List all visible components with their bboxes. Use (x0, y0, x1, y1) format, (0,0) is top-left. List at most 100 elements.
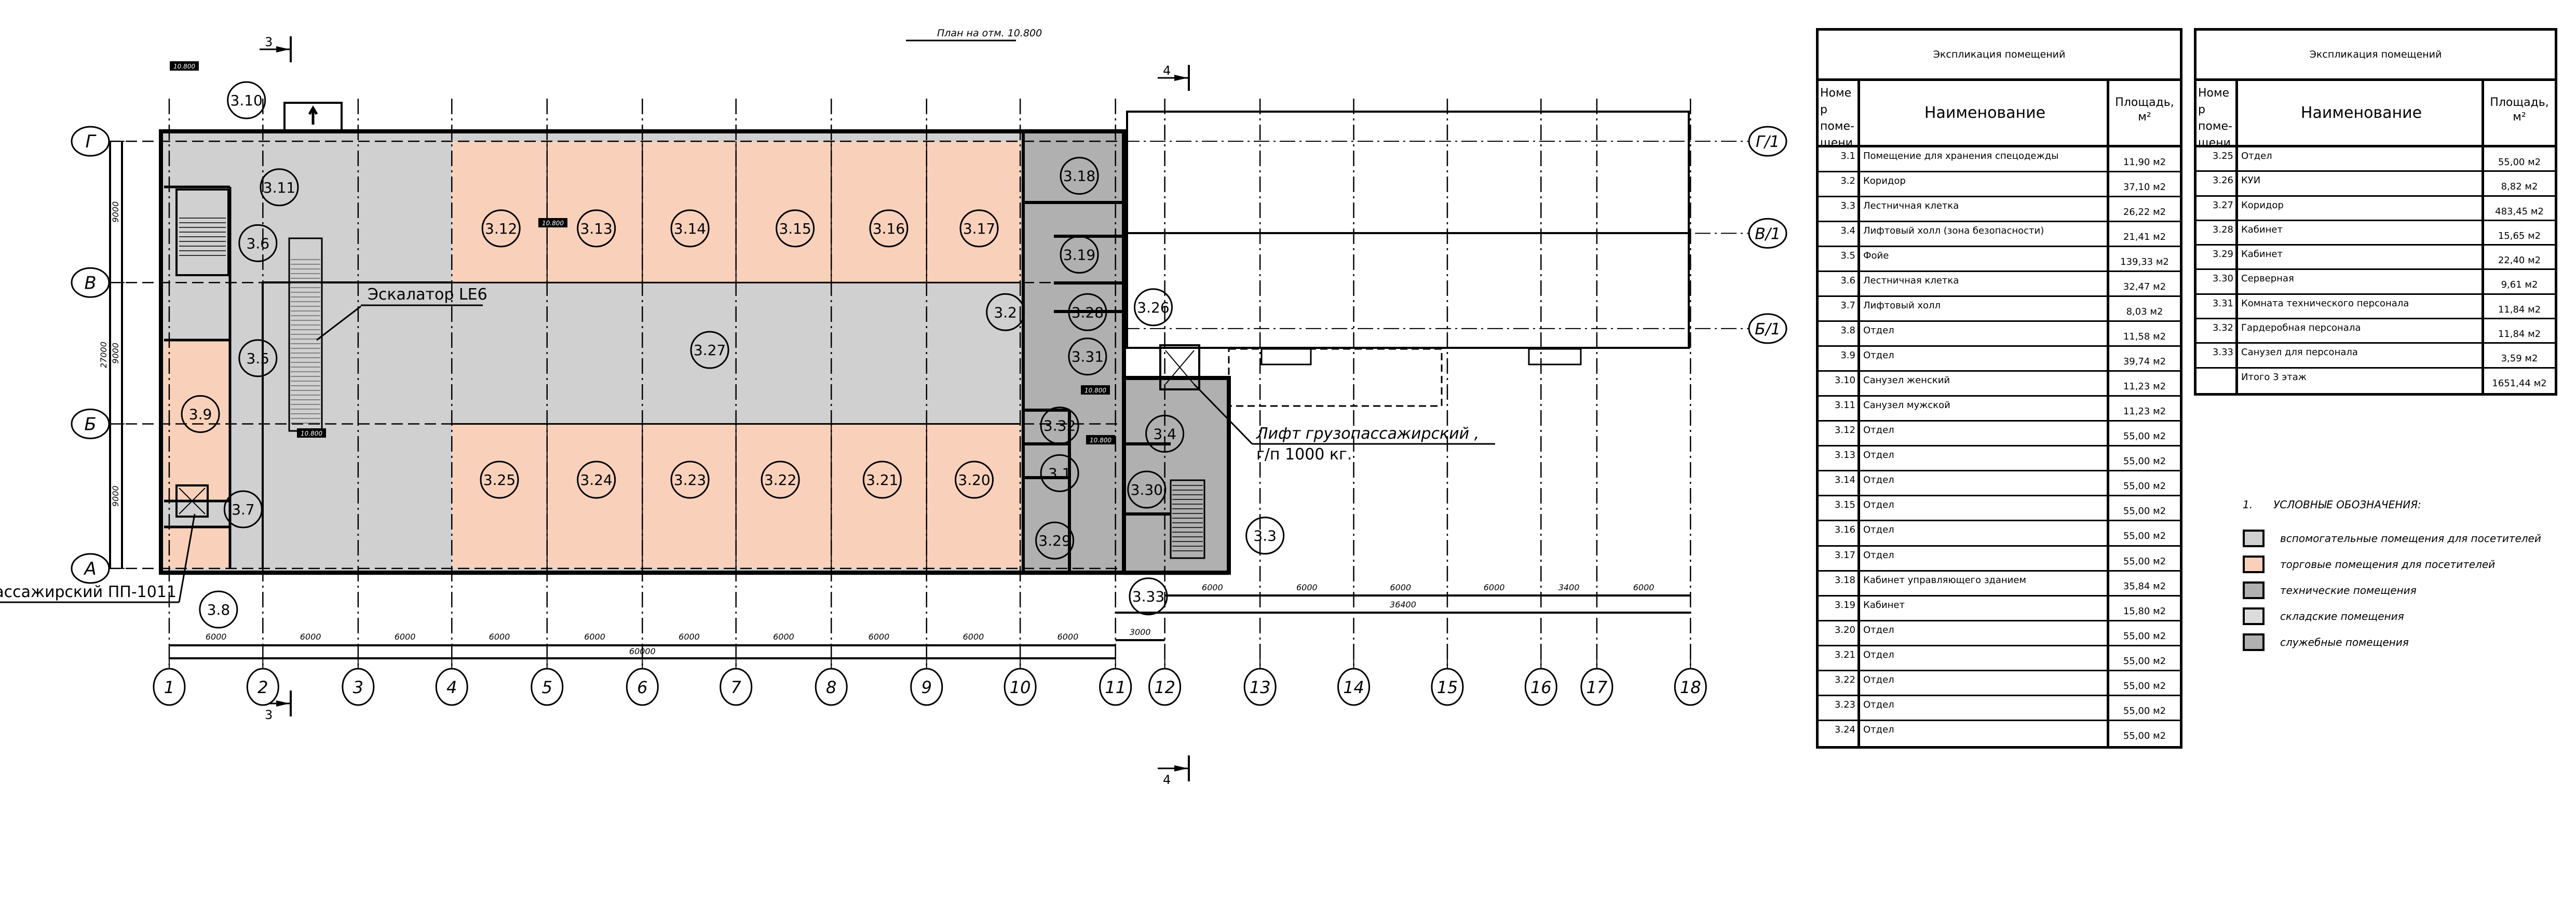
room-tag: 3.7 (232, 501, 255, 518)
column-header: Номер поме- щения (2197, 81, 2238, 145)
room-number: 3.29 (2197, 246, 2238, 269)
legend-label: складские помещения (2280, 610, 2404, 622)
level-tag-text: 10.800 (173, 63, 195, 70)
axis-label: 15 (1437, 678, 1458, 697)
room-tag: 3.30 (1131, 481, 1163, 498)
room-number: 3.1 (1819, 147, 1860, 171)
room-area: 11,84 м2 (2498, 329, 2541, 340)
axis-bubble (342, 668, 375, 706)
room-tag-circle (1040, 454, 1079, 492)
axis-bubble (71, 267, 110, 298)
room-tag: 3.15 (779, 220, 811, 237)
room-tag: 3.6 (247, 235, 270, 252)
axis-label: 2 (257, 678, 268, 697)
room-tag: 3.33 (1132, 588, 1164, 605)
dimension-text: 3000 (1130, 627, 1151, 637)
axis-label: 3 (353, 678, 363, 697)
room-number: 3.11 (1819, 397, 1860, 421)
axis-bubble (910, 668, 943, 706)
room-number: 3.32 (2197, 319, 2238, 343)
room-name: Отдел (1860, 646, 2109, 670)
table-title: Экспликация помещений (1819, 31, 2180, 81)
room-area: 55,00 м2 (2123, 655, 2166, 667)
room-tag: 3.22 (764, 471, 796, 489)
room-name: Помещение для хранения спецодежды (1860, 147, 2109, 171)
legend-label: технические помещения (2280, 584, 2417, 597)
room-tag-circle (670, 461, 710, 499)
section-arrow-icon (276, 46, 290, 52)
room-tag-circle (690, 331, 729, 369)
room-name: Лестничная клетка (1860, 197, 2109, 221)
room-3-8-fill (164, 527, 230, 568)
room-tag-circle (1245, 517, 1285, 555)
level-tag-text: 10.800 (301, 430, 322, 437)
room-area: 11,84 м2 (2498, 304, 2541, 315)
axis-bubble (1748, 126, 1787, 157)
axis-bubble (1337, 668, 1371, 706)
section-arrow-icon (276, 700, 290, 707)
dimension-text: 36400 (1390, 600, 1416, 610)
room-tag: 3.11 (263, 179, 295, 196)
axis-bubble (1674, 668, 1707, 706)
legend-item: технические помещения (2232, 577, 2541, 603)
axis-bubble (246, 668, 279, 706)
freight-lift-capacity: г/п 1000 кг. (1256, 445, 1352, 464)
axis-label: 8 (826, 678, 836, 697)
table-header: Номер поме- щенияНаименованиеПлощадь, м² (2197, 81, 2555, 147)
room-name: Отдел (1860, 496, 2109, 520)
axis-bubble (1243, 668, 1277, 706)
room-name: Кабинет (2238, 246, 2484, 269)
room-tag: 3.9 (189, 405, 212, 423)
axis-label: Г (86, 131, 97, 152)
room-tag: 3.2 (994, 304, 1017, 321)
legend-item: торговые помещения для посетителей (2232, 551, 2541, 577)
room-tag-circle (1133, 288, 1173, 327)
room-number: 3.14 (1819, 471, 1860, 495)
dimension-text: 9000 (111, 343, 120, 364)
room-tag: 3.12 (485, 220, 517, 237)
legend-number: 1. (2243, 498, 2253, 511)
axis-bubble (153, 668, 186, 706)
room-area: 35,84 м2 (2123, 580, 2166, 592)
room-tag: 3.14 (674, 220, 706, 237)
room-tag: 3.26 (1137, 299, 1169, 316)
room-area: 21,41 м2 (2123, 232, 2166, 243)
level-tag-text: 10.800 (542, 220, 564, 227)
room-name: Отдел (1860, 521, 2109, 545)
room-tag-circle (223, 490, 263, 529)
axis-label: 16 (1530, 678, 1552, 697)
legend-swatch (2243, 581, 2265, 599)
room-area: 39,74 м2 (2123, 356, 2166, 368)
room-tag-circle (577, 461, 616, 499)
room-area: 32,47 м2 (2123, 281, 2166, 293)
room-area: 55,00 м2 (2123, 705, 2166, 716)
room-tag: 3.3 (1253, 527, 1277, 545)
room-tag: 3.28 (1072, 304, 1104, 321)
dimension-text: 60000 (629, 646, 656, 656)
dimension-text: 6000 (489, 632, 510, 642)
room-tag-circle (776, 209, 815, 248)
dimension-text: 6000 (963, 632, 984, 642)
room-name: Фойе (1860, 247, 2109, 271)
room-area: 55,00 м2 (2498, 157, 2541, 168)
dimension-text: 6000 (1057, 632, 1079, 642)
axis-bubble (1580, 668, 1614, 706)
room-tag: 3.16 (873, 220, 905, 237)
room-tag: 3.19 (1063, 246, 1095, 263)
passenger-lift-leader (178, 513, 196, 603)
arrow-up-icon (308, 105, 318, 125)
stairwell-3-3 (1170, 479, 1205, 559)
section-label: 4 (1163, 773, 1171, 787)
room-area: 15,65 м2 (2498, 230, 2541, 241)
passenger-lift-note: Лифт пассажирский ПП-1011 (0, 583, 177, 601)
